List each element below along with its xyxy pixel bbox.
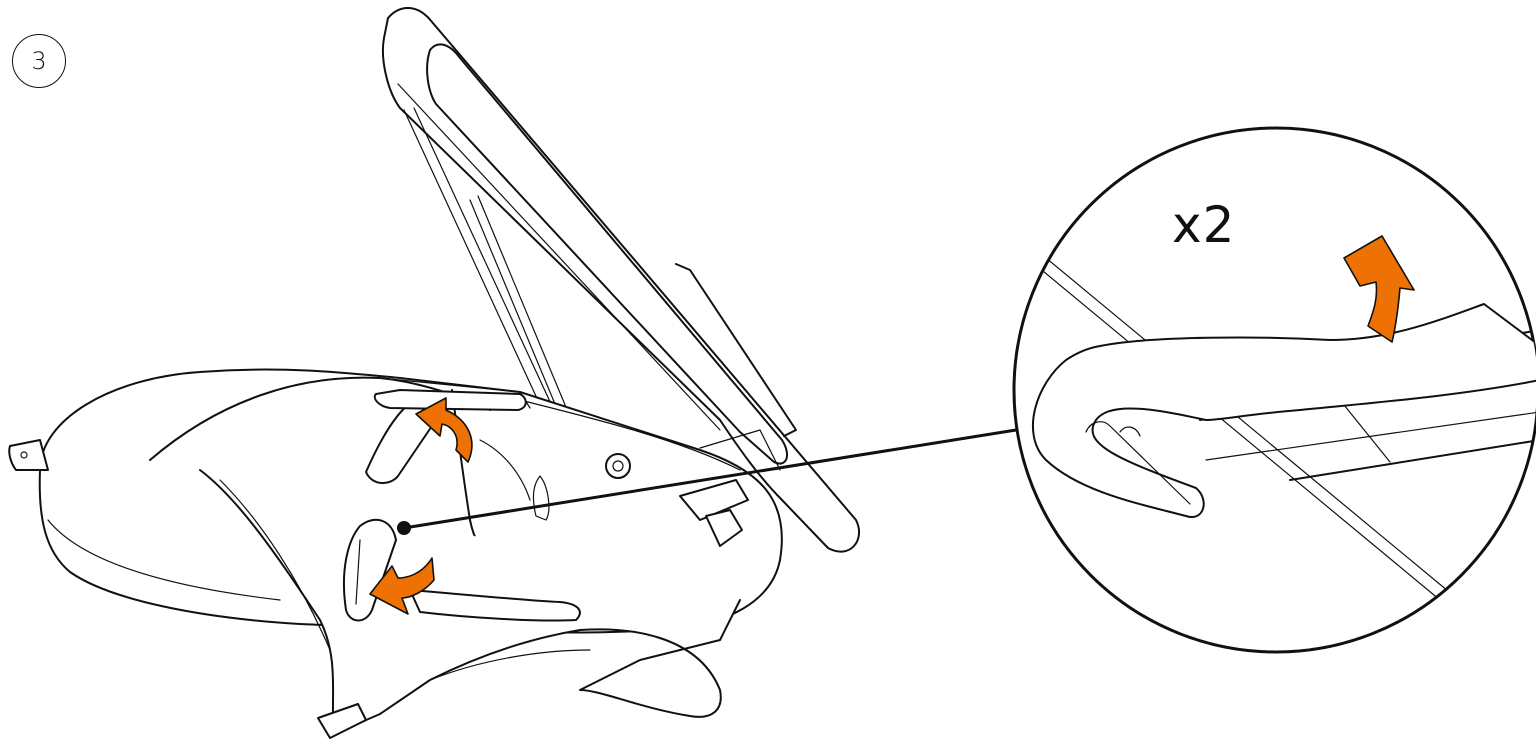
harness-loop-upper [365, 389, 550, 521]
detail-pointer-line [403, 428, 1017, 530]
seat-illustration [8, 7, 861, 739]
recline-mechanism [605, 429, 781, 547]
rotate-arrow-detail [1343, 235, 1415, 343]
rotate-arrow-lower [369, 557, 435, 615]
harness-loop-left [343, 518, 581, 622]
step-number-badge: 3 [12, 34, 66, 88]
backrest-frame [382, 7, 861, 601]
magnified-detail [1012, 126, 1536, 654]
rotate-arrow-upper [415, 397, 473, 463]
quantity-label: x2 [1172, 196, 1236, 254]
